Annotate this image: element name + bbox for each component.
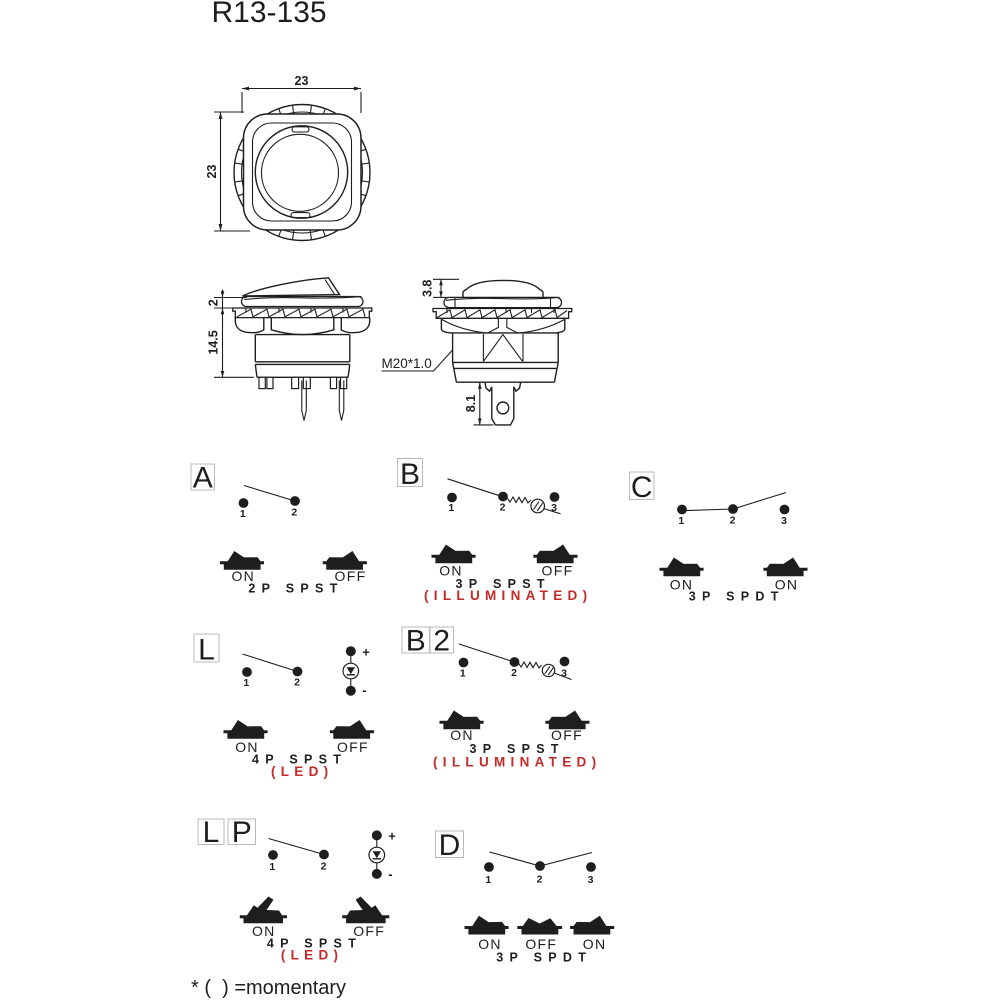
svg-text:2: 2	[537, 873, 543, 885]
svg-text:3: 3	[551, 502, 557, 514]
svg-text:2: 2	[294, 676, 300, 688]
svg-text:2P SPST: 2P SPST	[248, 582, 343, 596]
svg-text:* ( ) =momentary: * ( ) =momentary	[191, 977, 346, 999]
svg-text:14.5: 14.5	[207, 330, 221, 354]
svg-text:B: B	[400, 458, 420, 491]
svg-text:1: 1	[485, 874, 491, 886]
svg-text:1: 1	[269, 861, 275, 873]
svg-text:ON: ON	[439, 563, 463, 579]
svg-text:3: 3	[588, 874, 594, 886]
svg-text:4P SPST: 4P SPST	[252, 753, 347, 767]
svg-text:(ILLUMINATED): (ILLUMINATED)	[424, 588, 592, 603]
svg-text:2: 2	[433, 625, 450, 658]
svg-text:2: 2	[291, 507, 297, 519]
svg-text:3P SPDT: 3P SPDT	[496, 951, 592, 965]
svg-text:-: -	[362, 683, 366, 698]
svg-text:OFF: OFF	[551, 727, 583, 743]
svg-text:3: 3	[561, 667, 567, 679]
svg-text:M20*1.0: M20*1.0	[382, 356, 432, 371]
svg-text:ON: ON	[478, 936, 502, 952]
svg-text:23: 23	[205, 165, 219, 179]
svg-text:L: L	[198, 634, 215, 667]
svg-text:+: +	[362, 645, 370, 660]
svg-text:(ILLUMINATED): (ILLUMINATED)	[433, 754, 601, 769]
svg-text:8.1: 8.1	[464, 395, 478, 412]
svg-text:OFF: OFF	[335, 568, 367, 584]
svg-text:-: -	[388, 867, 392, 882]
svg-text:1: 1	[243, 677, 249, 689]
svg-text:3: 3	[781, 515, 787, 527]
svg-text:D: D	[439, 829, 461, 862]
svg-text:23: 23	[295, 74, 309, 88]
svg-text:OFF: OFF	[542, 563, 574, 579]
svg-text:2: 2	[321, 860, 327, 872]
svg-text:ON: ON	[775, 576, 799, 592]
svg-text:3P SPDT: 3P SPDT	[689, 590, 785, 604]
svg-text:ON: ON	[231, 568, 255, 584]
svg-text:ON: ON	[450, 727, 474, 743]
svg-text:3P SPST: 3P SPST	[470, 742, 565, 756]
svg-text:2: 2	[500, 501, 506, 513]
svg-text:(LED): (LED)	[281, 948, 344, 963]
svg-text:R13-135: R13-135	[212, 0, 327, 29]
svg-text:3P SPST: 3P SPST	[456, 577, 551, 591]
svg-text:OFF: OFF	[337, 739, 369, 755]
svg-text:ON: ON	[252, 923, 276, 939]
svg-text:2: 2	[730, 515, 736, 527]
svg-text:4P SPST: 4P SPST	[267, 937, 362, 951]
svg-text:2: 2	[511, 667, 517, 679]
svg-text:OFF: OFF	[353, 923, 385, 939]
svg-text:ON: ON	[583, 936, 607, 952]
svg-text:1: 1	[448, 502, 454, 514]
svg-text:ON: ON	[235, 739, 259, 755]
svg-text:1: 1	[460, 667, 466, 679]
svg-text:OFF: OFF	[525, 936, 557, 952]
svg-text:ON: ON	[670, 576, 694, 592]
svg-text:L: L	[203, 816, 220, 849]
svg-text:3.8: 3.8	[421, 280, 435, 297]
svg-text:2: 2	[207, 299, 221, 306]
svg-text:P: P	[232, 816, 252, 849]
svg-text:B: B	[406, 625, 426, 658]
svg-text:1: 1	[678, 515, 684, 527]
svg-text:+: +	[388, 829, 396, 844]
svg-text:C: C	[631, 471, 653, 504]
svg-text:(LED): (LED)	[271, 764, 334, 779]
svg-text:A: A	[193, 462, 213, 495]
svg-text:1: 1	[240, 508, 246, 520]
